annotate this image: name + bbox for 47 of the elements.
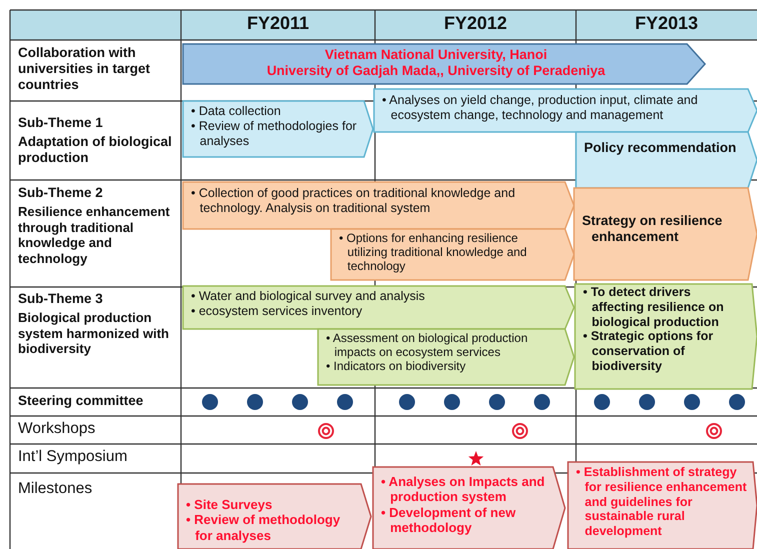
- phase-band: [575, 284, 757, 389]
- bullet-text: • Establishment of strategy for resilience enhancement and guidelines for sustainable rural development: [576, 465, 747, 539]
- bullet-text: • Review of methodologies for analyses: [191, 118, 358, 148]
- bullet-text: • Analyses on yield change, production input, climate and ecosystem change, technology and management: [382, 93, 699, 122]
- bullet-text: • Site Surveys: [186, 497, 274, 512]
- phase-band: [318, 329, 574, 385]
- bullet-text: • Assessment on biological production impacts on ecosystem services: [326, 331, 529, 360]
- bullet-text: • Water and biological survey and analysis: [191, 289, 426, 304]
- bullet-text: • Strategic options for conservation of biodiversity: [583, 329, 714, 374]
- bullet-text: Strategy on resilience enhancement: [582, 213, 724, 245]
- bullet-text: Policy recommendation: [584, 140, 738, 156]
- phase-band: [183, 286, 574, 329]
- phase-band: [178, 484, 371, 549]
- row-header: Collaboration with universities in target countries: [18, 45, 152, 94]
- row-header: Milestones: [18, 480, 94, 499]
- row-header: Sub-Theme 2: [18, 185, 104, 202]
- phase-band: [374, 89, 757, 132]
- phase-band: [331, 229, 574, 280]
- phase-band: [183, 44, 705, 84]
- bullet-text: • Review of methodology for analyses: [186, 512, 342, 543]
- bullet-text: • ecosystem services inventory: [191, 304, 364, 318]
- phase-band: [574, 188, 757, 280]
- column-header: FY2012: [442, 13, 508, 35]
- bullet-text: • Collection of good practices on traditional knowledge and technology. Analysis on traditional system: [191, 186, 516, 216]
- column-header: FY2013: [634, 13, 700, 35]
- bullet-text: • Development of new methodology: [381, 504, 517, 536]
- row-header: Workshops: [18, 420, 96, 439]
- bullet-text: • Data collection: [191, 104, 282, 119]
- row-header: Biological production system harmonized with biodiversity: [18, 310, 170, 357]
- bullet-text: • Options for enhancing resilience utilizing traditional knowledge and technology: [339, 231, 528, 274]
- phase-band: [568, 462, 757, 549]
- row-header: Sub-Theme 3: [18, 291, 104, 308]
- phase-band: [576, 132, 757, 188]
- row-header: Steering committee: [18, 393, 144, 410]
- bullet-text: • Indicators on biodiversity: [326, 359, 467, 374]
- arrow-label: University of Gadjah Mada,, University of Peradeniya: [266, 62, 606, 79]
- phase-band: [373, 467, 565, 549]
- column-header: FY2011: [246, 13, 310, 35]
- row-header: Sub-Theme 1: [18, 115, 104, 132]
- bullet-text: • To detect drivers affecting resilience on biological production: [583, 285, 725, 330]
- phase-band: [183, 182, 574, 229]
- row-header: Int’l Symposium: [18, 448, 128, 467]
- row-header: Resilience enhancement through traditional knowledge and technology: [18, 204, 171, 266]
- row-header: Adaptation of biological production: [18, 134, 173, 166]
- arrow-label: Vietnam National University, Hanoi: [324, 47, 548, 63]
- phase-band: [183, 101, 373, 157]
- bullet-text: • Analyses on Impacts and production system: [381, 474, 546, 505]
